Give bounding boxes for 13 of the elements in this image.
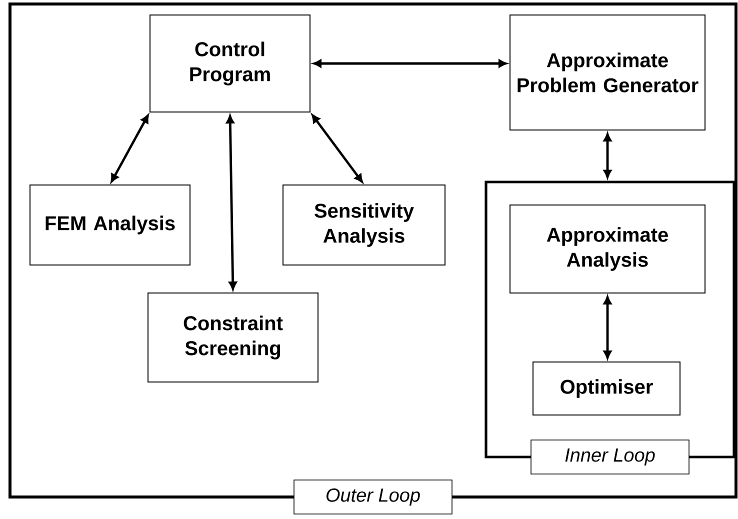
process-box: Optimiser [532,362,680,416]
process-box: Constraint Screening [148,292,318,382]
process-box: Approximate Problem Generator [510,14,706,130]
arrow [604,133,612,178]
arrow [604,296,612,359]
arrow [312,114,363,183]
process-box: Control Program [150,14,310,112]
arrow [226,115,237,290]
arrow [313,60,507,68]
process-box: FEM Analysis [30,184,190,266]
process-box: Sensitivity Analysis [282,184,446,266]
arrow [110,114,149,182]
process-box: Approximate Analysis [510,204,706,294]
